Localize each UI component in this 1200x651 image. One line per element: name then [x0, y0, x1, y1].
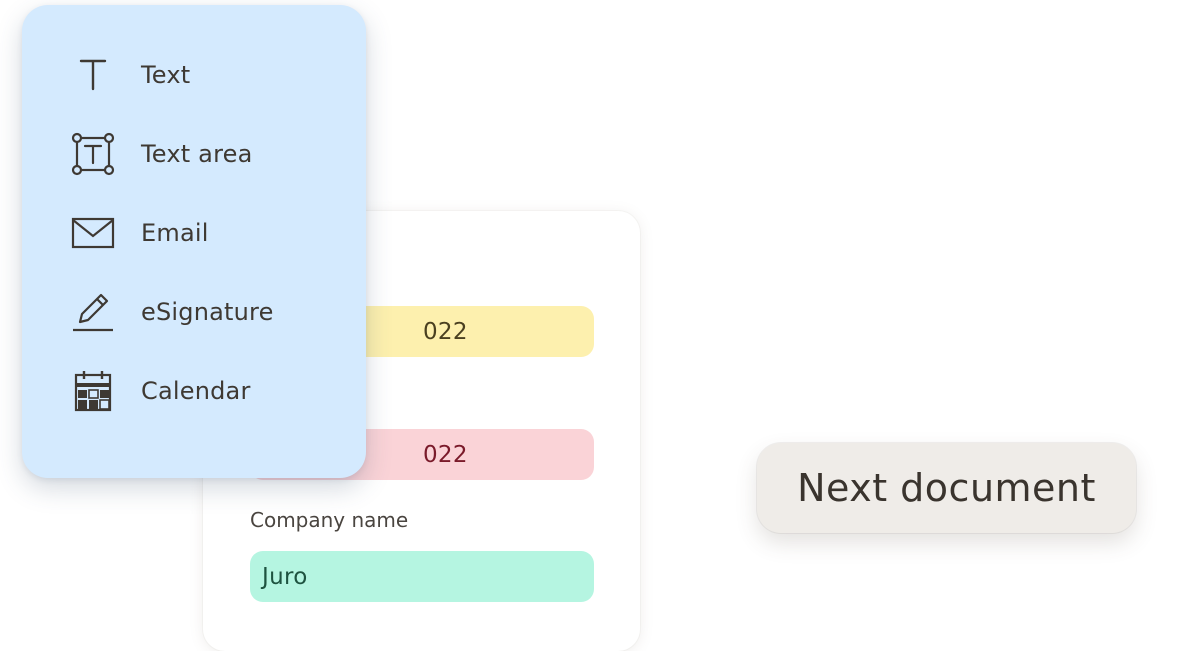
menu-item-email-label: Email [141, 219, 209, 247]
menu-item-text-area[interactable]: Text area [70, 129, 350, 179]
company-name-field[interactable]: Juro [250, 551, 594, 602]
menu-item-text-area-label: Text area [141, 140, 253, 168]
company-name-label: Company name [250, 508, 409, 532]
next-document-button[interactable]: Next document [757, 443, 1136, 533]
calendar-icon [70, 368, 116, 414]
text-area-icon [70, 131, 116, 177]
menu-item-calendar[interactable]: Calendar [70, 366, 350, 416]
company-name-value: Juro [262, 563, 308, 590]
menu-item-text[interactable]: Text [70, 50, 350, 100]
date-field-2-value: 022 [423, 441, 468, 468]
menu-item-esignature[interactable]: eSignature [70, 287, 350, 337]
menu-item-text-label: Text [141, 61, 191, 89]
text-icon [70, 52, 116, 98]
menu-item-esignature-label: eSignature [141, 298, 274, 326]
field-type-menu: Text Text area Email [22, 5, 366, 478]
form-card: 022 022 Company name Juro [203, 211, 640, 651]
menu-item-email[interactable]: Email [70, 208, 350, 258]
email-icon [70, 210, 116, 256]
menu-item-calendar-label: Calendar [141, 377, 251, 405]
esignature-icon [70, 289, 116, 335]
date-field-1-value: 022 [423, 318, 468, 345]
